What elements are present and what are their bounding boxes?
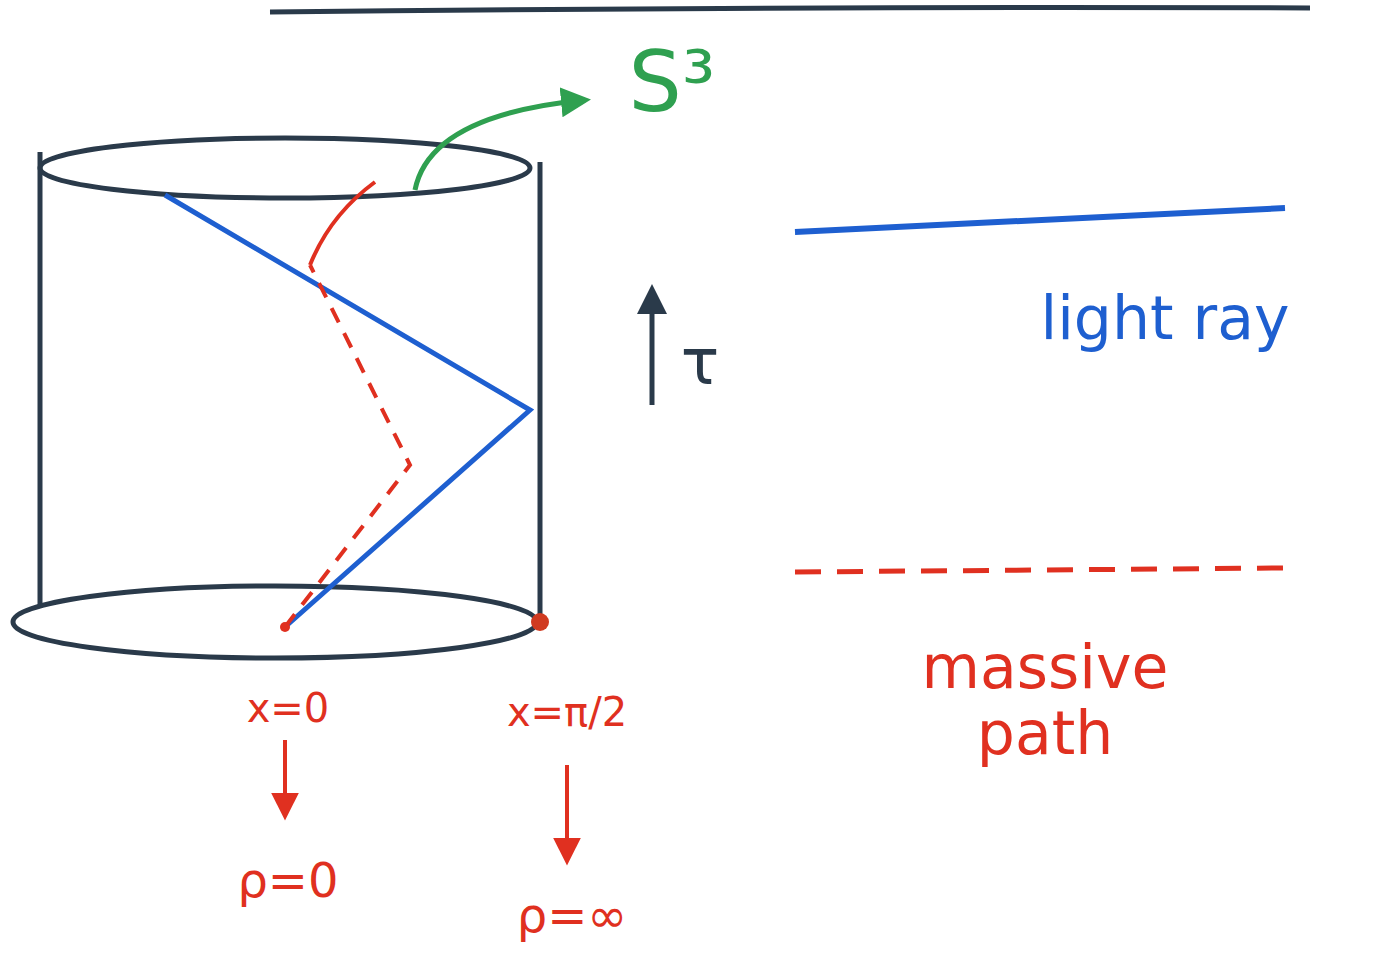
origin-dot (280, 622, 290, 632)
cylinder (13, 138, 540, 658)
massive-path (285, 265, 410, 627)
legend-dash-sample (795, 568, 1285, 572)
radial-label: ρ=0 (237, 854, 338, 907)
massive-path-end (310, 182, 375, 265)
light-ray-path (165, 195, 530, 627)
top-rule (270, 8, 1310, 13)
map-arrow (565, 765, 569, 860)
coordinate-label: x=π/2 (507, 690, 627, 734)
s3-pointer (415, 100, 585, 190)
radial-label: ρ=∞ (517, 889, 628, 942)
coordinate-label: x=0 (247, 686, 330, 730)
time-arrow (650, 290, 655, 405)
time-label: τ (681, 327, 720, 397)
boundary-dot (531, 613, 549, 631)
map-arrow (283, 740, 287, 815)
legend-text: light ray (1041, 285, 1290, 351)
legend-line-sample (795, 208, 1285, 232)
sphere-label: S³ (629, 36, 716, 128)
legend-text: massive path (895, 634, 1195, 766)
